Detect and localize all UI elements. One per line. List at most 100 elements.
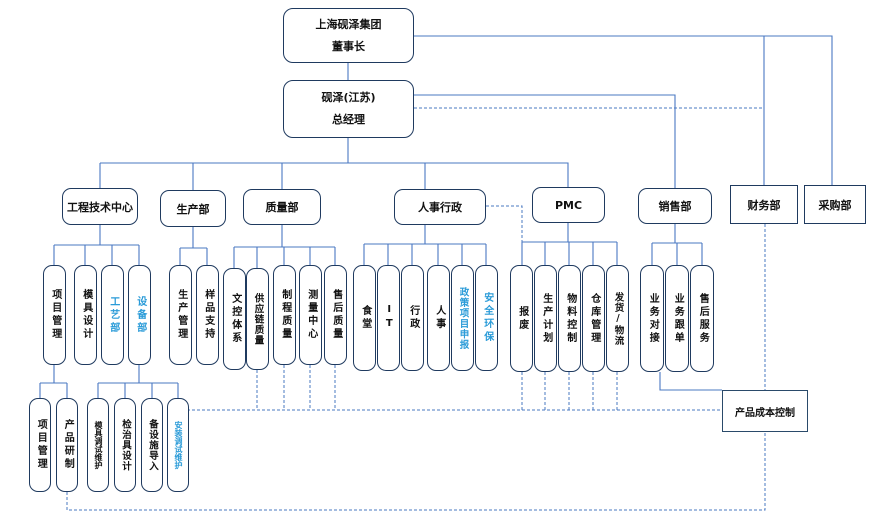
unit-process-label: 工艺部 xyxy=(107,295,119,335)
sub-project-mgmt-label: 项目管理 xyxy=(35,419,47,471)
unit-material-control-label: 物料控制 xyxy=(564,292,576,345)
unit-prod-mgmt[interactable]: 生产管理 xyxy=(169,265,192,365)
dept-bus xyxy=(100,162,569,187)
unit-warehouse-label: 仓库管理 xyxy=(588,292,600,345)
sub-product-dev[interactable]: 产品研制 xyxy=(56,398,78,492)
dept-finance-label: 财务部 xyxy=(747,198,781,212)
sub-equip-import-label: 备设施导入 xyxy=(146,418,158,472)
unit-doc-control[interactable]: 文控体系 xyxy=(223,268,246,370)
unit-after-sales-label: 售后服务 xyxy=(697,292,709,345)
product-cost-control-label: 产品成本控制 xyxy=(735,407,795,419)
sub-install-maint[interactable]: 安装调试维护 xyxy=(167,398,189,492)
dept-engineering[interactable]: 工程技术中心 xyxy=(62,188,138,225)
dash-hr-pmc xyxy=(486,205,523,265)
unit-process-quality-label: 制程质量 xyxy=(279,289,291,341)
unit-scrap[interactable]: 报废 xyxy=(510,265,533,372)
dept-hr-label: 人事行政 xyxy=(418,201,462,214)
chairman-title: 董事长 xyxy=(332,39,365,53)
equipment-sub-bus xyxy=(97,365,179,398)
sub-equip-import[interactable]: 备设施导入 xyxy=(141,398,163,492)
unit-biz-follow-label: 业务跟单 xyxy=(672,292,684,345)
sub-mold-maint[interactable]: 模具调试维护 xyxy=(87,398,109,492)
dash-pmc-cost xyxy=(521,372,618,410)
unit-mold-design-label: 模具设计 xyxy=(80,289,92,341)
unit-supply-quality[interactable]: 供应链质量 xyxy=(246,268,269,370)
unit-project-mgmt[interactable]: 项目管理 xyxy=(43,265,66,365)
sub-mold-maint-label: 模具调试维护 xyxy=(94,421,103,469)
dept-purchasing[interactable]: 采购部 xyxy=(804,185,866,224)
unit-warehouse[interactable]: 仓库管理 xyxy=(582,265,605,372)
production-bus xyxy=(179,227,208,265)
product-cost-control[interactable]: 产品成本控制 xyxy=(722,390,808,432)
unit-scrap-label: 报废 xyxy=(516,305,528,332)
unit-personnel[interactable]: 人事 xyxy=(427,265,450,371)
cost-solid-links xyxy=(659,372,722,391)
unit-measure-center[interactable]: 测量中心 xyxy=(299,265,322,365)
unit-personnel-label: 人事 xyxy=(433,305,445,331)
gm-title: 总经理 xyxy=(332,113,365,126)
dept-hr-admin[interactable]: 人事行政 xyxy=(394,189,486,225)
unit-biz-follow[interactable]: 业务跟单 xyxy=(665,265,689,372)
unit-it-label: IT xyxy=(383,304,395,332)
unit-biz-dock-label: 业务对接 xyxy=(647,292,659,345)
unit-admin[interactable]: 行政 xyxy=(401,265,424,371)
link-sales-cost xyxy=(659,372,722,391)
unit-prod-plan-label: 生产计划 xyxy=(540,292,552,345)
unit-policy-projects-label: 政策项目申报 xyxy=(457,286,469,350)
unit-project-mgmt-label: 项目管理 xyxy=(49,289,61,341)
unit-process[interactable]: 工艺部 xyxy=(101,265,124,365)
unit-safety-env[interactable]: 安全环保 xyxy=(475,265,498,371)
chairman-org: 上海砚泽集团 xyxy=(315,17,382,31)
unit-mold-design[interactable]: 模具设计 xyxy=(74,265,97,365)
dashed-connectors xyxy=(66,107,766,511)
unit-sample-support-label: 样品支持 xyxy=(202,289,214,341)
unit-doc-control-label: 文控体系 xyxy=(229,293,241,345)
quality-bus xyxy=(233,225,336,268)
unit-shipping-label: 发货/物流 xyxy=(612,291,624,346)
unit-it[interactable]: IT xyxy=(377,265,400,371)
general-manager-box[interactable]: 砚泽(江苏) 总经理 xyxy=(283,80,414,138)
sales-bus xyxy=(651,224,703,265)
dash-quality-cost xyxy=(256,365,336,410)
unit-shipping[interactable]: 发货/物流 xyxy=(606,265,629,372)
dept-finance[interactable]: 财务部 xyxy=(730,185,798,224)
unit-admin-label: 行政 xyxy=(407,305,419,331)
sub-install-maint-label: 安装调试维护 xyxy=(174,421,183,469)
unit-after-sales-quality[interactable]: 售后质量 xyxy=(324,265,347,365)
unit-prod-plan[interactable]: 生产计划 xyxy=(534,265,557,372)
link-gm-sales xyxy=(414,94,676,188)
sub-project-mgmt[interactable]: 项目管理 xyxy=(29,398,51,492)
unit-after-sales[interactable]: 售后服务 xyxy=(690,265,714,372)
dept-production[interactable]: 生产部 xyxy=(160,190,226,227)
unit-sample-support[interactable]: 样品支持 xyxy=(196,265,219,365)
unit-policy-projects[interactable]: 政策项目申报 xyxy=(451,265,474,371)
unit-process-quality[interactable]: 制程质量 xyxy=(273,265,296,365)
unit-equipment[interactable]: 设备部 xyxy=(128,265,151,365)
link-chairman-purchasing xyxy=(414,35,833,185)
dept-sales[interactable]: 销售部 xyxy=(638,188,712,224)
sub-fixture-design[interactable]: 检治具设计 xyxy=(114,398,136,492)
dept-pmc[interactable]: PMC xyxy=(532,187,605,223)
unit-prod-mgmt-label: 生产管理 xyxy=(175,289,187,341)
hr-bus xyxy=(363,225,487,265)
chairman-box[interactable]: 上海砚泽集团 董事长 xyxy=(283,8,414,63)
unit-canteen[interactable]: 食堂 xyxy=(353,265,376,371)
sub-fixture-design-label: 检治具设计 xyxy=(119,418,131,472)
engineering-bus xyxy=(53,225,140,265)
sub-product-dev-label: 产品研制 xyxy=(62,419,74,471)
unit-equipment-label: 设备部 xyxy=(134,295,146,335)
unit-after-sales-quality-label: 售后质量 xyxy=(330,289,342,341)
unit-biz-dock[interactable]: 业务对接 xyxy=(640,265,664,372)
dept-quality[interactable]: 质量部 xyxy=(243,189,321,225)
unit-material-control[interactable]: 物料控制 xyxy=(558,265,581,372)
gm-org: 砚泽(江苏) xyxy=(321,91,376,104)
unit-safety-env-label: 安全环保 xyxy=(481,292,493,344)
dept-engineering-label: 工程技术中心 xyxy=(67,200,133,214)
dept-purchasing-label: 采购部 xyxy=(818,198,852,212)
dept-quality-label: 质量部 xyxy=(265,201,299,214)
unit-canteen-label: 食堂 xyxy=(359,305,371,331)
unit-measure-center-label: 测量中心 xyxy=(305,289,317,341)
dept-production-label: 生产部 xyxy=(176,202,210,216)
dash-product-dev-cost xyxy=(66,432,766,511)
